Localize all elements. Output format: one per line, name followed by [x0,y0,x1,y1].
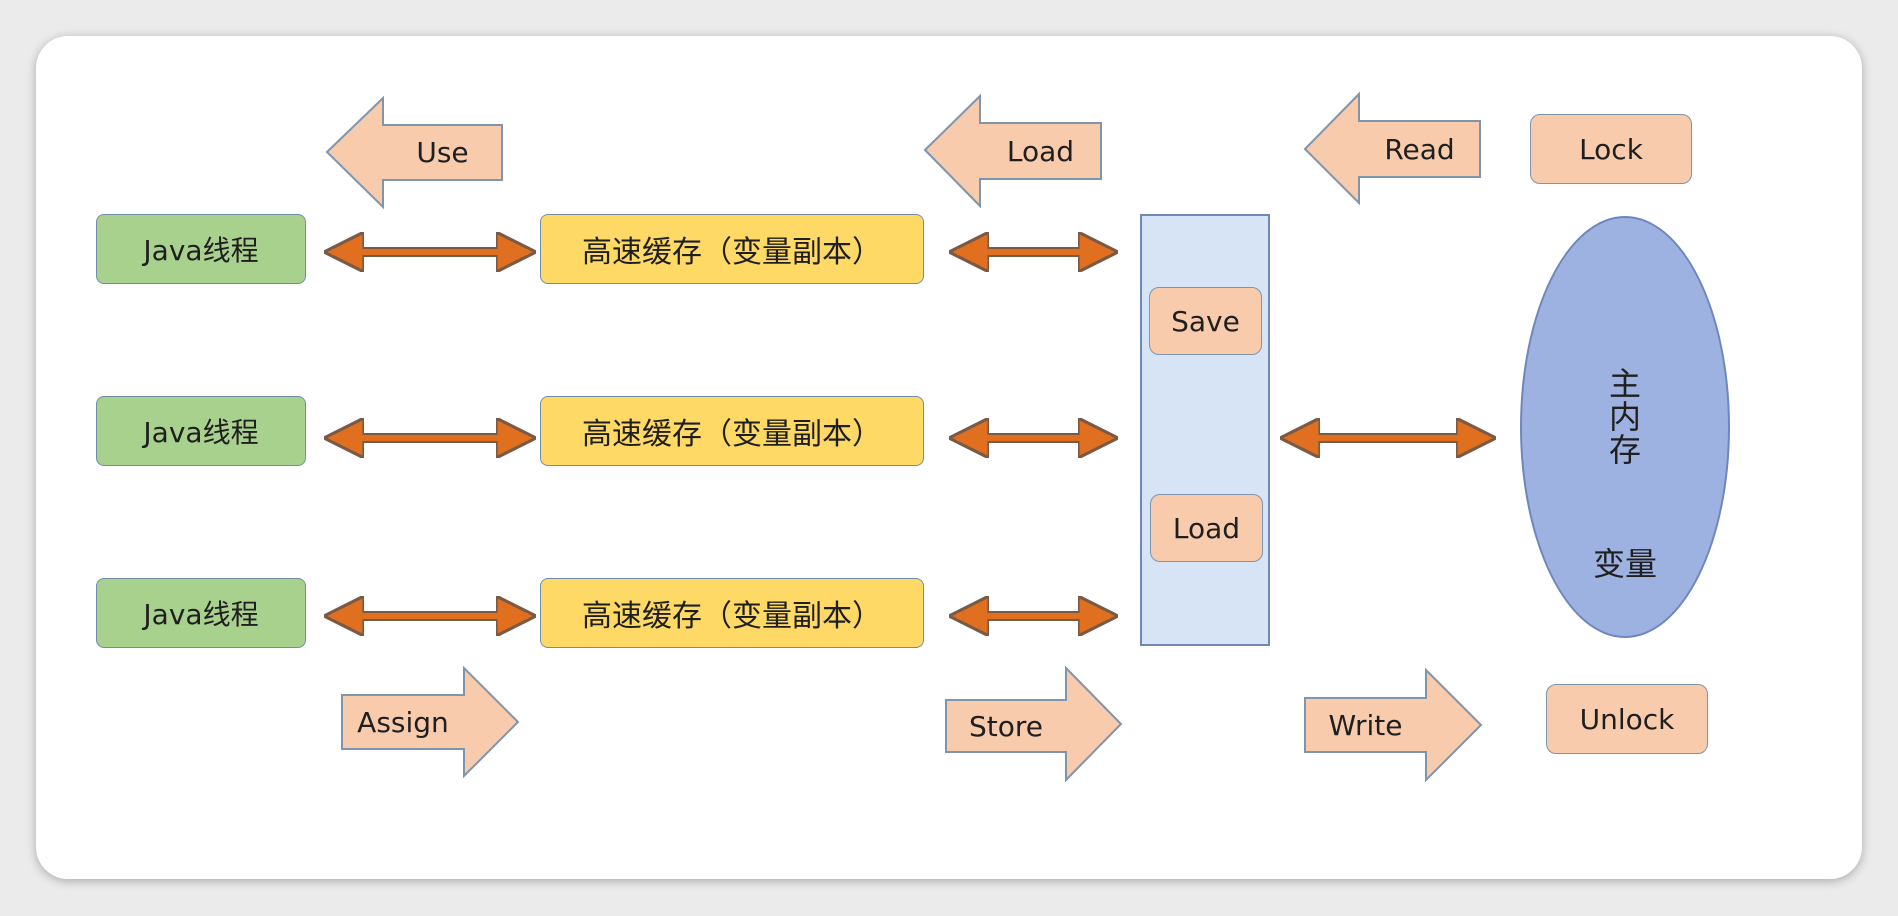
save-box: Save [1149,287,1262,355]
write-label: Write [1328,708,1403,742]
load-top-label: Load [1006,134,1075,168]
read-arrow [1303,91,1481,206]
assign-label: Assign [357,705,449,739]
cache-box-2: 高速缓存（变量副本） [540,396,924,466]
cache-box-3: 高速缓存（变量副本） [540,578,924,648]
assign-arrow [341,665,520,779]
unlock-box: Unlock [1546,684,1708,754]
store-label: Store [968,709,1043,743]
buffer-panel [1140,214,1270,646]
store-arrow [945,665,1123,783]
java-thread-2: Java线程 [96,396,306,466]
java-thread-1: Java线程 [96,214,306,284]
use-arrow [325,95,503,210]
write-arrow [1304,667,1483,783]
cache-box-1: 高速缓存（变量副本） [540,214,924,284]
main-memory-content: 变量 [1592,545,1657,583]
main-memory [1520,216,1730,638]
lock-box: Lock [1530,114,1692,184]
use-label: Use [416,136,469,169]
read-label: Read [1384,132,1455,166]
load-buffer-box: Load [1150,494,1263,562]
java-thread-3: Java线程 [96,578,306,648]
main-memory-title: 主内存 [1608,365,1641,469]
load-arrow-top [923,93,1102,209]
